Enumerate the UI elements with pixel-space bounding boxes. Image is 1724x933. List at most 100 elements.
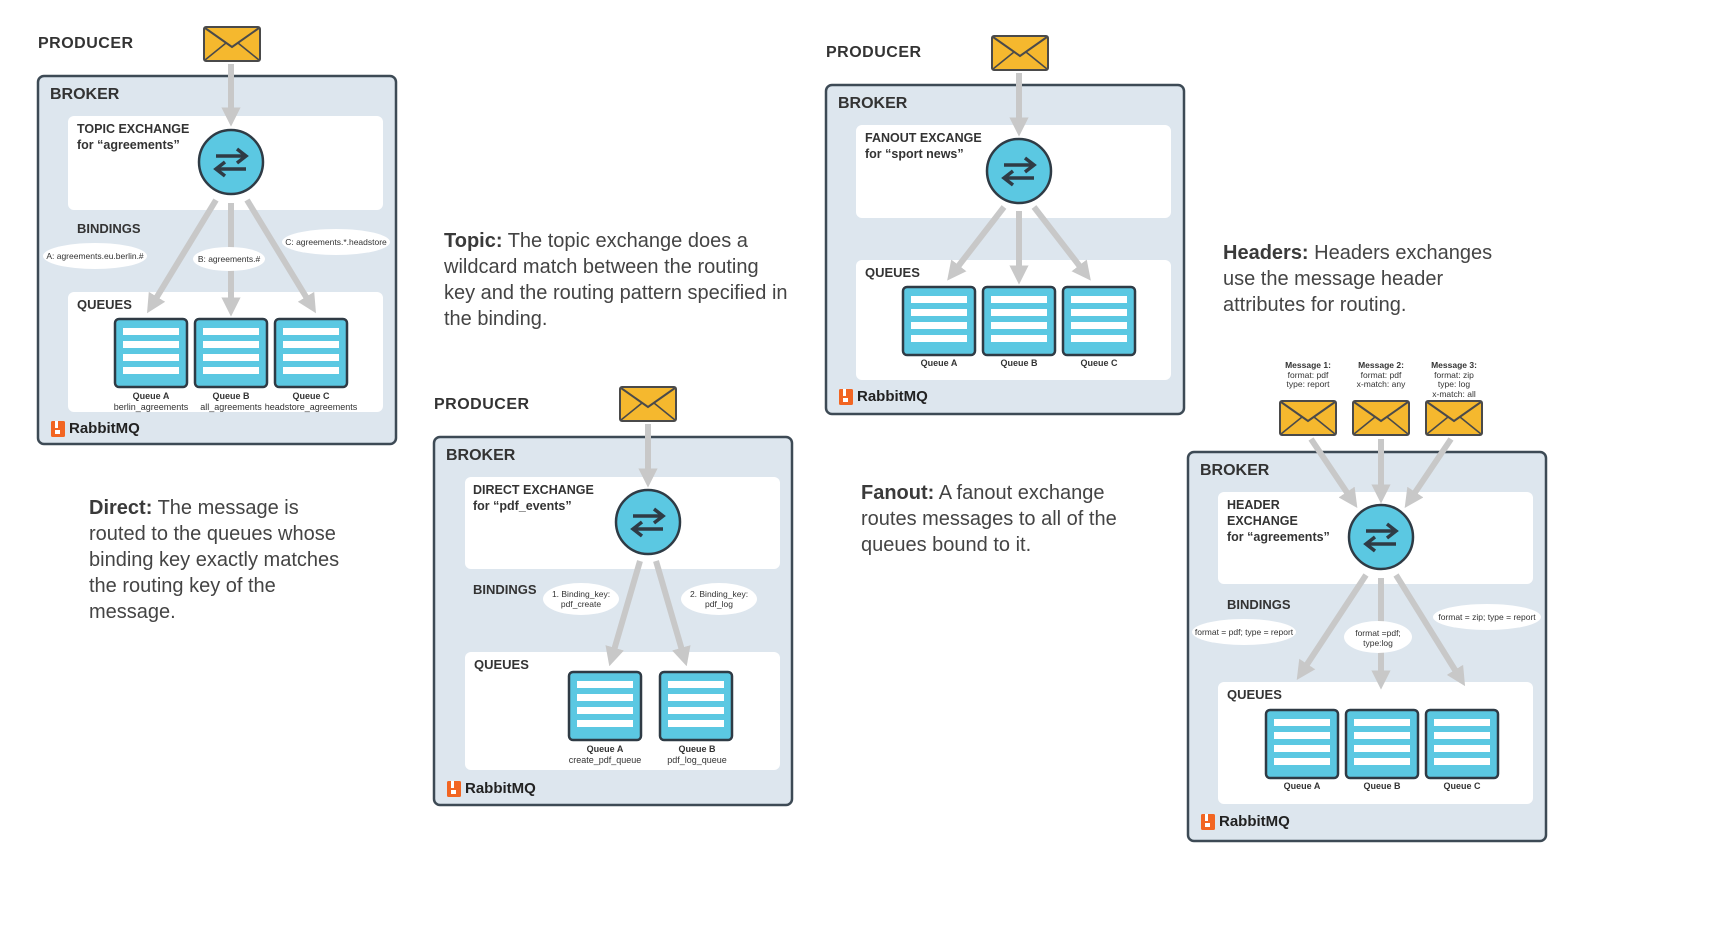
- direct-queue-a-label: Queue A create_pdf_queue: [555, 744, 655, 766]
- fanout-exchange-line2: for “sport news”: [865, 147, 964, 161]
- direct-bindings-label: BINDINGS: [473, 582, 537, 597]
- headers-queue-c-name: Queue C: [1443, 781, 1481, 791]
- headers-message-2-xmatch: x-match: any: [1356, 379, 1406, 389]
- fanout-broker-label: BROKER: [838, 95, 908, 112]
- topic-rabbitmq-brand: RabbitMQ: [69, 420, 140, 437]
- fanout-exchange-line1: FANOUT EXCANGE: [865, 131, 982, 145]
- headers-binding-a-text: format = pdf; type = report: [1194, 627, 1294, 637]
- direct-queue-b-icon: [658, 670, 734, 742]
- headers-queue-c-icon: [1424, 708, 1500, 780]
- direct-description: Direct: The message is routed to the que…: [89, 495, 344, 625]
- direct-description-text: The message is routed to the queues whos…: [89, 497, 340, 623]
- direct-diagram: [432, 386, 794, 807]
- direct-binding-bubble-2: [681, 583, 757, 615]
- headers-envelope-2-icon: [1352, 400, 1410, 436]
- topic-exchange-icon: [197, 128, 265, 196]
- topic-producer-label: PRODUCER: [38, 35, 134, 52]
- direct-queue-a-name: Queue A: [586, 744, 624, 754]
- fanout-rabbitmq-brand: RabbitMQ: [857, 388, 928, 405]
- direct-rabbitmq-brand: RabbitMQ: [465, 780, 536, 797]
- headers-binding-b-line1: format =pdf;: [1355, 628, 1401, 638]
- topic-description-title: Topic:: [444, 230, 503, 252]
- headers-binding-b-text: format =pdf; type:log: [1344, 628, 1412, 648]
- topic-binding-a-text: A: agreements.eu.berlin.#: [46, 251, 144, 261]
- topic-queue-a-name: Queue A: [132, 391, 170, 401]
- headers-arrow-c: [1393, 573, 1466, 687]
- direct-queue-a-icon: [567, 670, 643, 742]
- fanout-queue-a-label: Queue A: [899, 358, 979, 369]
- topic-queue-b-name: Queue B: [212, 391, 250, 401]
- headers-queue-b-icon: [1344, 708, 1420, 780]
- headers-arrow-a: [1296, 573, 1369, 681]
- headers-binding-bubble-c: [1433, 604, 1541, 630]
- direct-binding-1-line2: pdf_create: [560, 599, 602, 609]
- headers-rabbitmq-brand: RabbitMQ: [1219, 813, 1290, 830]
- topic-queue-a-key: berlin_agreements: [113, 402, 189, 412]
- headers-queue-c-label: Queue C: [1422, 781, 1502, 792]
- topic-binding-bubble-b: [193, 247, 265, 271]
- headers-message-1-format: format: pdf: [1287, 369, 1329, 380]
- fanout-queues-label: QUEUES: [865, 265, 920, 280]
- fanout-queue-a-name: Queue A: [920, 358, 958, 368]
- direct-binding-2-line1: 2. Binding_key:: [689, 589, 749, 599]
- headers-description-title: Headers:: [1223, 242, 1309, 264]
- fanout-queue-c-icon: [1061, 285, 1137, 357]
- headers-description-text: Headers exchanges use the message header…: [1223, 242, 1493, 316]
- topic-description: Topic: The topic exchange does a wildcar…: [444, 228, 789, 332]
- headers-description: Headers: Headers exchanges use the messa…: [1223, 240, 1503, 318]
- headers-exchange-line2: EXCHANGE: [1227, 514, 1298, 528]
- direct-queue-b-key: pdf_log_queue: [667, 755, 727, 765]
- topic-queue-b-icon: [193, 317, 269, 389]
- fanout-envelope-icon: [991, 35, 1049, 71]
- direct-queue-b-name: Queue B: [678, 744, 716, 754]
- topic-broker-label: BROKER: [50, 86, 120, 103]
- direct-binding-1-line1: 1. Binding_key:: [551, 589, 611, 599]
- topic-description-text: The topic exchange does a wildcard match…: [444, 230, 788, 330]
- topic-envelope-icon: [203, 26, 261, 62]
- topic-queue-c-key: headstore_agreements: [264, 402, 358, 412]
- fanout-arrow-c: [1031, 205, 1091, 281]
- topic-queue-c-name: Queue C: [292, 391, 330, 401]
- topic-exchange-title: TOPIC EXCHANGE for “agreements”: [77, 121, 189, 153]
- headers-queue-a-label: Queue A: [1262, 781, 1342, 792]
- fanout-description-title: Fanout:: [861, 482, 935, 504]
- direct-broker-label: BROKER: [446, 447, 516, 464]
- topic-bindings-label: BINDINGS: [77, 221, 141, 236]
- headers-binding-bubble-a: [1192, 619, 1296, 645]
- topic-queues-label: QUEUES: [77, 297, 132, 312]
- fanout-description-text: A fanout exchange routes messages to all…: [861, 482, 1117, 556]
- headers-producer-arrow-3: [1404, 437, 1454, 508]
- direct-binding-bubble-1: [543, 583, 619, 615]
- fanout-queue-b-label: Queue B: [979, 358, 1059, 369]
- topic-rabbitmq-logo-icon: [51, 421, 65, 437]
- direct-queue-b-label: Queue B pdf_log_queue: [647, 744, 747, 766]
- headers-exchange-line1: HEADER: [1227, 498, 1280, 512]
- headers-binding-bubble-b: [1344, 621, 1412, 653]
- direct-exchange-icon: [614, 488, 682, 556]
- headers-message-3-format: format: zip: [1434, 369, 1474, 380]
- fanout-queue-c-label: Queue C: [1059, 358, 1139, 369]
- headers-exchange-title: HEADER EXCHANGE for “agreements”: [1227, 497, 1330, 545]
- headers-message-2-title: Message 2:: [1358, 360, 1404, 370]
- topic-exchange-line1: TOPIC EXCHANGE: [77, 122, 190, 136]
- topic-queue-b-key: all_agreements: [200, 402, 262, 412]
- headers-envelope-1-icon: [1279, 400, 1337, 436]
- direct-arrow-1: [605, 560, 643, 667]
- headers-message-1-title: Message 1:: [1285, 360, 1331, 370]
- fanout-queue-a-icon: [901, 285, 977, 357]
- fanout-queue-b-name: Queue B: [1000, 358, 1038, 368]
- direct-queues-label: QUEUES: [474, 657, 529, 672]
- headers-producer-arrow-1: [1308, 437, 1358, 508]
- direct-exchange-title: DIRECT EXCHANGE for “pdf_events”: [473, 482, 594, 514]
- headers-queues-label: QUEUES: [1227, 687, 1282, 702]
- headers-exchange-line3: for “agreements”: [1227, 530, 1330, 544]
- headers-exchange-icon: [1347, 503, 1415, 571]
- topic-queue-c-label: Queue C headstore_agreements: [261, 391, 361, 413]
- direct-queue-a-key: create_pdf_queue: [568, 755, 642, 765]
- direct-description-title: Direct:: [89, 497, 153, 519]
- headers-message-1-label: Message 1: format: pdf type: report: [1274, 360, 1342, 390]
- headers-queue-b-label: Queue B: [1342, 781, 1422, 792]
- headers-broker-label: BROKER: [1200, 462, 1270, 479]
